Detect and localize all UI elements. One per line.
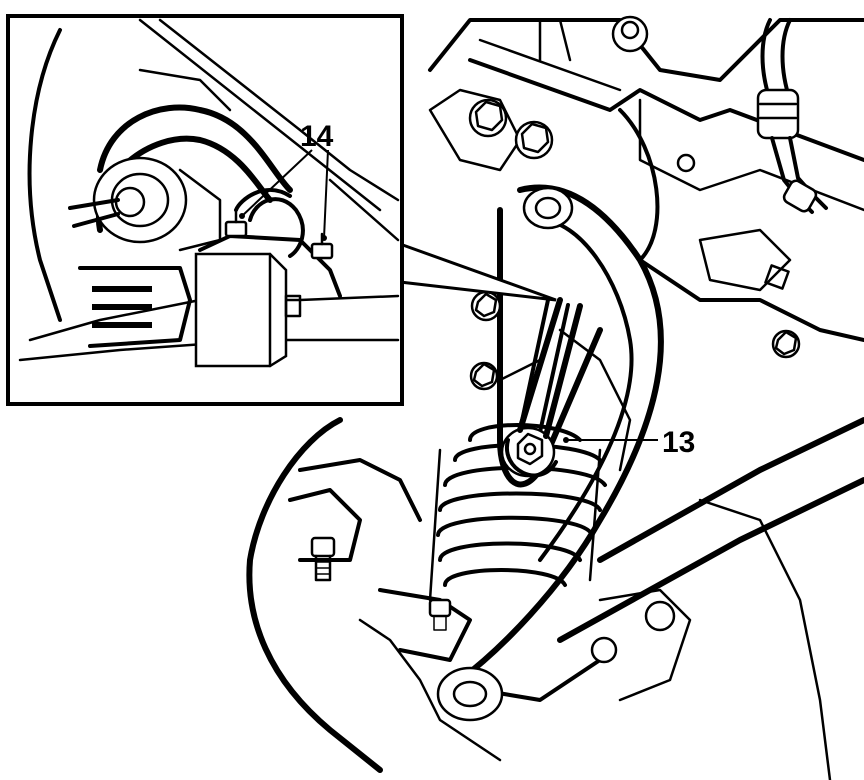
inset-detail: 14	[6, 14, 557, 406]
body-frame	[428, 18, 864, 342]
wrench-tool	[504, 297, 583, 478]
top-nut-2	[468, 98, 508, 138]
inset-left-mount	[78, 266, 192, 348]
arm-bolt-13	[500, 426, 556, 478]
inset-nut-14a	[224, 210, 248, 238]
control-arm	[457, 184, 864, 702]
stud-left	[310, 536, 336, 582]
inset-contents	[18, 18, 400, 368]
top-nut-3	[514, 120, 554, 160]
callout-label-13: 13	[662, 426, 695, 459]
front-bushing	[522, 186, 574, 230]
leader-line-14a	[241, 149, 313, 217]
inset-pointer	[398, 241, 557, 302]
leader-dot-13	[563, 437, 569, 443]
leader-dot-14b	[321, 235, 327, 241]
nut-side-1	[470, 290, 502, 322]
callout-13: 13	[563, 426, 695, 459]
top-nut-1	[611, 15, 649, 53]
nut-right	[771, 329, 801, 359]
inset-bushing-block	[194, 252, 302, 368]
main-view	[246, 15, 864, 780]
brake-hose	[756, 18, 828, 214]
callout-label-14: 14	[300, 120, 334, 153]
nut-side-2	[469, 361, 499, 391]
inset-bracket	[198, 188, 342, 298]
callout-14: 14	[239, 120, 334, 241]
lower-ball-joint	[436, 666, 504, 722]
nut-lower-right	[590, 600, 676, 664]
inset-drive-joint	[68, 156, 222, 252]
steering-knuckle	[246, 417, 832, 780]
leader-line-14b	[323, 149, 329, 239]
stud-center	[428, 598, 452, 631]
leader-dot-14a	[239, 213, 245, 219]
